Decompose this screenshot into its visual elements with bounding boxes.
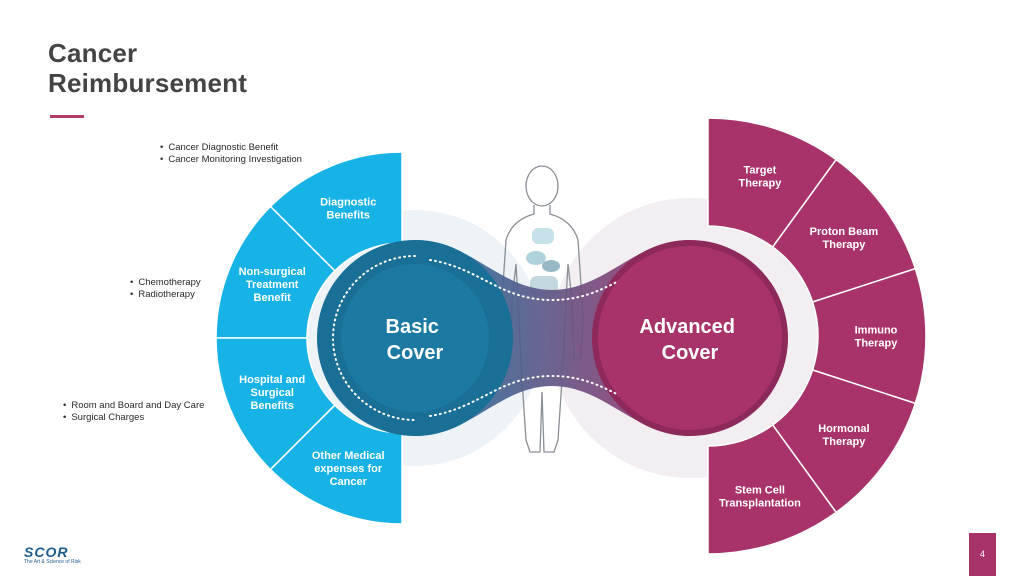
title-underline bbox=[50, 115, 84, 118]
basic-cover-label: Basic Cover bbox=[386, 316, 445, 364]
bullet-item: Surgical Charges bbox=[63, 412, 204, 424]
basic-core bbox=[341, 264, 489, 412]
bullet-item: Radiotherapy bbox=[130, 289, 201, 301]
bullet-item: Cancer Diagnostic Benefit bbox=[160, 142, 302, 154]
organs-illustration bbox=[526, 228, 560, 298]
basic-dotted-arc bbox=[332, 255, 416, 421]
advanced-cover-label: Advanced Cover bbox=[639, 316, 740, 364]
nonsurgical-bullet-list: Chemotherapy Radiotherapy bbox=[130, 277, 201, 301]
advanced-segment-5 bbox=[707, 423, 838, 555]
hospital-bullet-list: Room and Board and Day Care Surgical Cha… bbox=[63, 400, 204, 424]
bullet-item: Room and Board and Day Care bbox=[63, 400, 204, 412]
scor-logo: SCOR The Art & Science of Risk bbox=[24, 545, 81, 565]
logo-wordmark: SCOR bbox=[24, 544, 69, 560]
logo-tagline: The Art & Science of Risk bbox=[24, 559, 81, 565]
basic-segment-4 bbox=[269, 404, 403, 525]
advanced-core bbox=[598, 246, 782, 430]
bullet-item: Cancer Monitoring Investigation bbox=[160, 154, 302, 166]
diagnostic-bullet-list: Cancer Diagnostic Benefit Cancer Monitor… bbox=[160, 142, 302, 166]
page-title: Cancer Reimbursement bbox=[48, 38, 247, 98]
bullet-item: Chemotherapy bbox=[130, 277, 200, 289]
page-number: 4 bbox=[969, 533, 996, 576]
title-line-2: Reimbursement bbox=[48, 68, 248, 98]
title-line-1: Cancer bbox=[48, 38, 138, 68]
